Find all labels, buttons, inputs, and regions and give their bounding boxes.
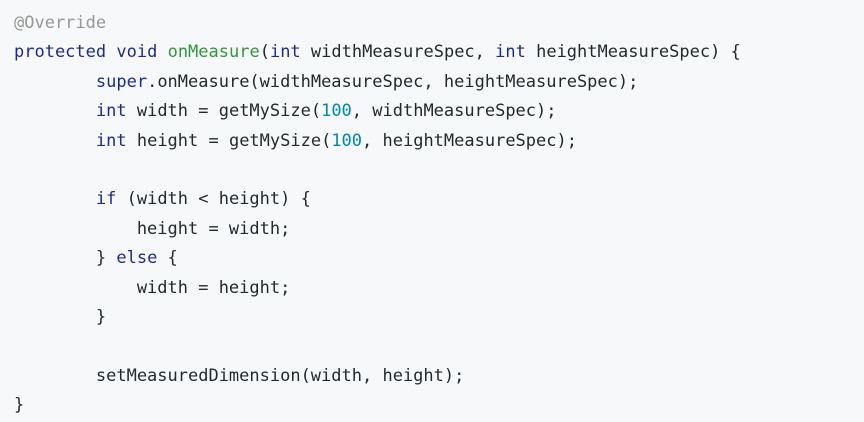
code-line: } bbox=[14, 391, 864, 420]
code-keyword: protected bbox=[14, 42, 107, 63]
code-text: width = getMySize( bbox=[126, 101, 322, 122]
code-line: super.onMeasure(widthMeasureSpec, height… bbox=[14, 68, 864, 97]
code-text: ( bbox=[259, 42, 270, 63]
code-line: } else { bbox=[14, 244, 864, 273]
code-text: height = getMySize( bbox=[126, 130, 332, 151]
code-line: @Override bbox=[14, 9, 864, 38]
code-line bbox=[14, 156, 864, 185]
code-line: protected void onMeasure(int widthMeasur… bbox=[14, 38, 864, 67]
code-text: , widthMeasureSpec); bbox=[351, 101, 557, 122]
code-keyword: super bbox=[95, 71, 148, 92]
code-keyword: if bbox=[95, 189, 117, 210]
code-type: int bbox=[495, 42, 526, 63]
code-text bbox=[14, 101, 96, 121]
code-text bbox=[14, 72, 96, 92]
code-text: setMeasuredDimension(width, height); bbox=[14, 365, 465, 386]
code-line: } bbox=[14, 303, 864, 332]
code-type: int bbox=[269, 42, 301, 63]
code-text: width = height; bbox=[14, 277, 291, 298]
code-keyword: else bbox=[116, 248, 158, 269]
code-annotation: @Override bbox=[14, 13, 107, 33]
code-text: widthMeasureSpec, bbox=[300, 42, 496, 63]
code-line: width = height; bbox=[14, 274, 864, 303]
code-function-name: onMeasure bbox=[167, 42, 260, 63]
code-type: int bbox=[95, 101, 127, 122]
code-text: heightMeasureSpec) { bbox=[525, 42, 741, 63]
code-number: 100 bbox=[331, 130, 363, 151]
code-line bbox=[14, 332, 864, 361]
code-text bbox=[157, 42, 167, 62]
code-line: int width = getMySize(100, widthMeasureS… bbox=[14, 97, 864, 126]
code-text: .onMeasure(widthMeasureSpec, heightMeasu… bbox=[147, 71, 639, 92]
code-text bbox=[14, 189, 96, 209]
code-text: } bbox=[14, 248, 117, 269]
code-text: (width < height) { bbox=[116, 189, 311, 210]
code-line: setMeasuredDimension(width, height); bbox=[14, 362, 864, 391]
code-text bbox=[14, 131, 96, 151]
code-text: { bbox=[157, 248, 178, 269]
code-line: int height = getMySize(100, heightMeasur… bbox=[14, 127, 864, 156]
code-text bbox=[106, 42, 116, 62]
code-line: if (width < height) { bbox=[14, 185, 864, 214]
code-text: height = width; bbox=[14, 218, 291, 239]
code-text: , heightMeasureSpec); bbox=[362, 130, 577, 151]
code-number: 100 bbox=[321, 101, 352, 122]
code-text: } bbox=[14, 306, 107, 327]
code-line: height = width; bbox=[14, 215, 864, 244]
code-text: } bbox=[14, 395, 25, 416]
code-type: void bbox=[116, 42, 158, 63]
code-type: int bbox=[95, 130, 127, 151]
